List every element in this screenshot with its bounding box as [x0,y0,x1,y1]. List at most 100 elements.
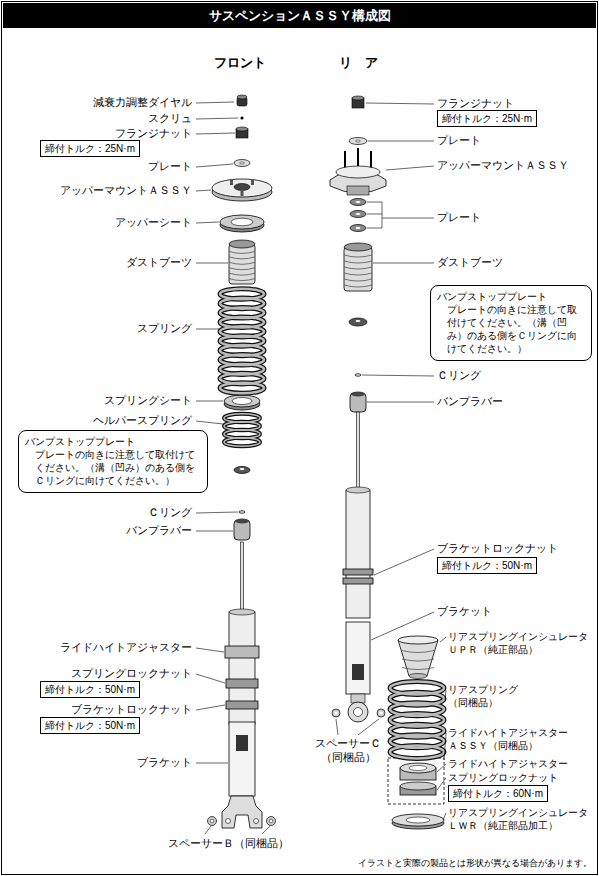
torque-value: 締付トルク：50N·m [45,683,135,696]
leader-lines [196,329,219,330]
upper-seat [220,215,264,232]
ride-height-adjuster [400,763,436,795]
upper-mount [234,184,250,191]
part-label: ダストブーツ [126,256,192,270]
damper-body [241,542,244,614]
leader-lines [196,118,238,119]
damper-body [357,412,360,492]
c-ring [355,374,361,376]
boot-rib [229,273,255,275]
leader-lines [437,764,446,772]
upper-mount [251,179,254,185]
leader-lines [443,813,446,820]
leader-lines [358,719,379,735]
spacer-c [332,709,385,717]
damping-dial [237,95,247,99]
spacer-b [269,819,273,823]
lower-insulator [392,814,444,829]
spacer-b [208,817,276,826]
damper-body [343,569,373,575]
leader-lines [437,778,446,790]
flange-nut [352,96,364,108]
part-label: アッパーマウントＡＳＳＹ [437,159,569,173]
note-heading: バンプストッププレート [25,435,201,448]
part-label: ライドハイトアジャスター [60,641,192,655]
boot-rib [229,268,255,270]
dust-boot-ribs [344,255,372,287]
damper-body [354,708,363,717]
bump-stop-plate [234,467,250,474]
dust-boot [344,243,372,251]
boot-rib [229,279,255,281]
boot-rib [402,659,434,661]
damper-body [229,609,255,615]
plate [349,138,367,145]
bump-stop-plate [349,318,367,326]
bump-stop-plate [234,467,250,474]
boot-rib [344,273,372,275]
part-label: スプリングロックナット [71,667,192,681]
boot-rib [344,267,372,269]
leader-lines [373,263,434,264]
damper-body [254,819,259,824]
part-label: ダストブーツ [437,256,503,270]
leader-lines [371,612,434,640]
leader-lines [196,705,225,710]
spacer-c [379,711,382,714]
torque-box: 締付トルク：25N·m [40,140,140,157]
part-label: スプリングロックナット [448,771,558,784]
note-heading: バンプストッププレート [437,290,585,303]
dust-boot [229,240,255,248]
damper-body [222,796,262,828]
leader-lines [440,637,446,642]
upper-mount [212,179,272,201]
plate-set [356,213,361,215]
leader-lines [382,218,434,219]
spacer-c [334,711,337,714]
part-label: バンプラバー [437,395,503,409]
plate [240,162,245,164]
coil [390,746,444,759]
damper-body [348,702,368,722]
flange-nut [236,127,248,131]
damper-body [225,646,259,658]
leader-lines [368,141,434,142]
torque-box: 締付トルク：50N·m [40,681,140,698]
part-label: ブラケットロックナット [437,542,558,556]
part-label: スプリング [137,322,192,336]
bump-rubber [235,519,249,524]
boot-rib [402,668,434,670]
damper-body [226,819,231,824]
part-label: ブラケット [137,756,192,770]
upper-insulator [398,640,438,676]
flange-nut [236,127,248,138]
damper-body [346,487,370,493]
bump-rubber [350,392,366,413]
main-spring [220,289,264,394]
torque-box: 締付トルク：50N·m [40,717,140,734]
boot-rib [402,651,434,653]
boot-rib [229,257,255,259]
leader-lines [366,103,434,104]
part-label: ヘルパースプリング [93,414,192,428]
torque-value: 締付トルク：50N·m [442,559,532,572]
boot-rib [229,262,255,264]
part-label: ライドハイトアジャスター [448,757,568,770]
damper-body [343,412,373,722]
damper-body [229,722,255,796]
boot-rib [229,251,255,253]
leader-lines [196,133,235,134]
damper-body [343,578,373,584]
upper-mount [347,186,369,195]
part-label: スクリュ [148,112,192,126]
leader-lines [386,166,434,170]
part-label: スペーサーＢ（同梱品） [168,837,289,851]
leader-lines [205,826,211,834]
damper-body [236,735,248,751]
damper-body [226,701,258,709]
boot-rib [344,255,372,257]
lower-insulator [392,814,444,826]
spring-seat [224,395,260,407]
leader-lines [262,826,270,834]
lower-insulator [406,817,430,823]
